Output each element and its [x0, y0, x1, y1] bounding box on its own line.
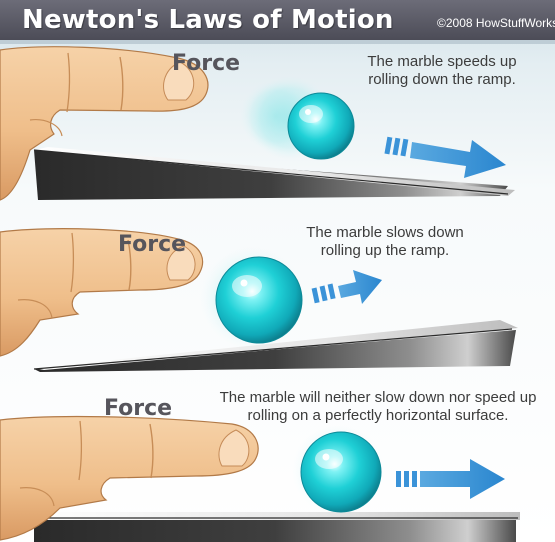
panel-2-marble: [200, 246, 304, 350]
title-banner: [0, 0, 555, 40]
banner-shadow: [0, 40, 555, 44]
panel-3-surface: [30, 512, 520, 542]
panel-3-marble: [292, 424, 384, 516]
